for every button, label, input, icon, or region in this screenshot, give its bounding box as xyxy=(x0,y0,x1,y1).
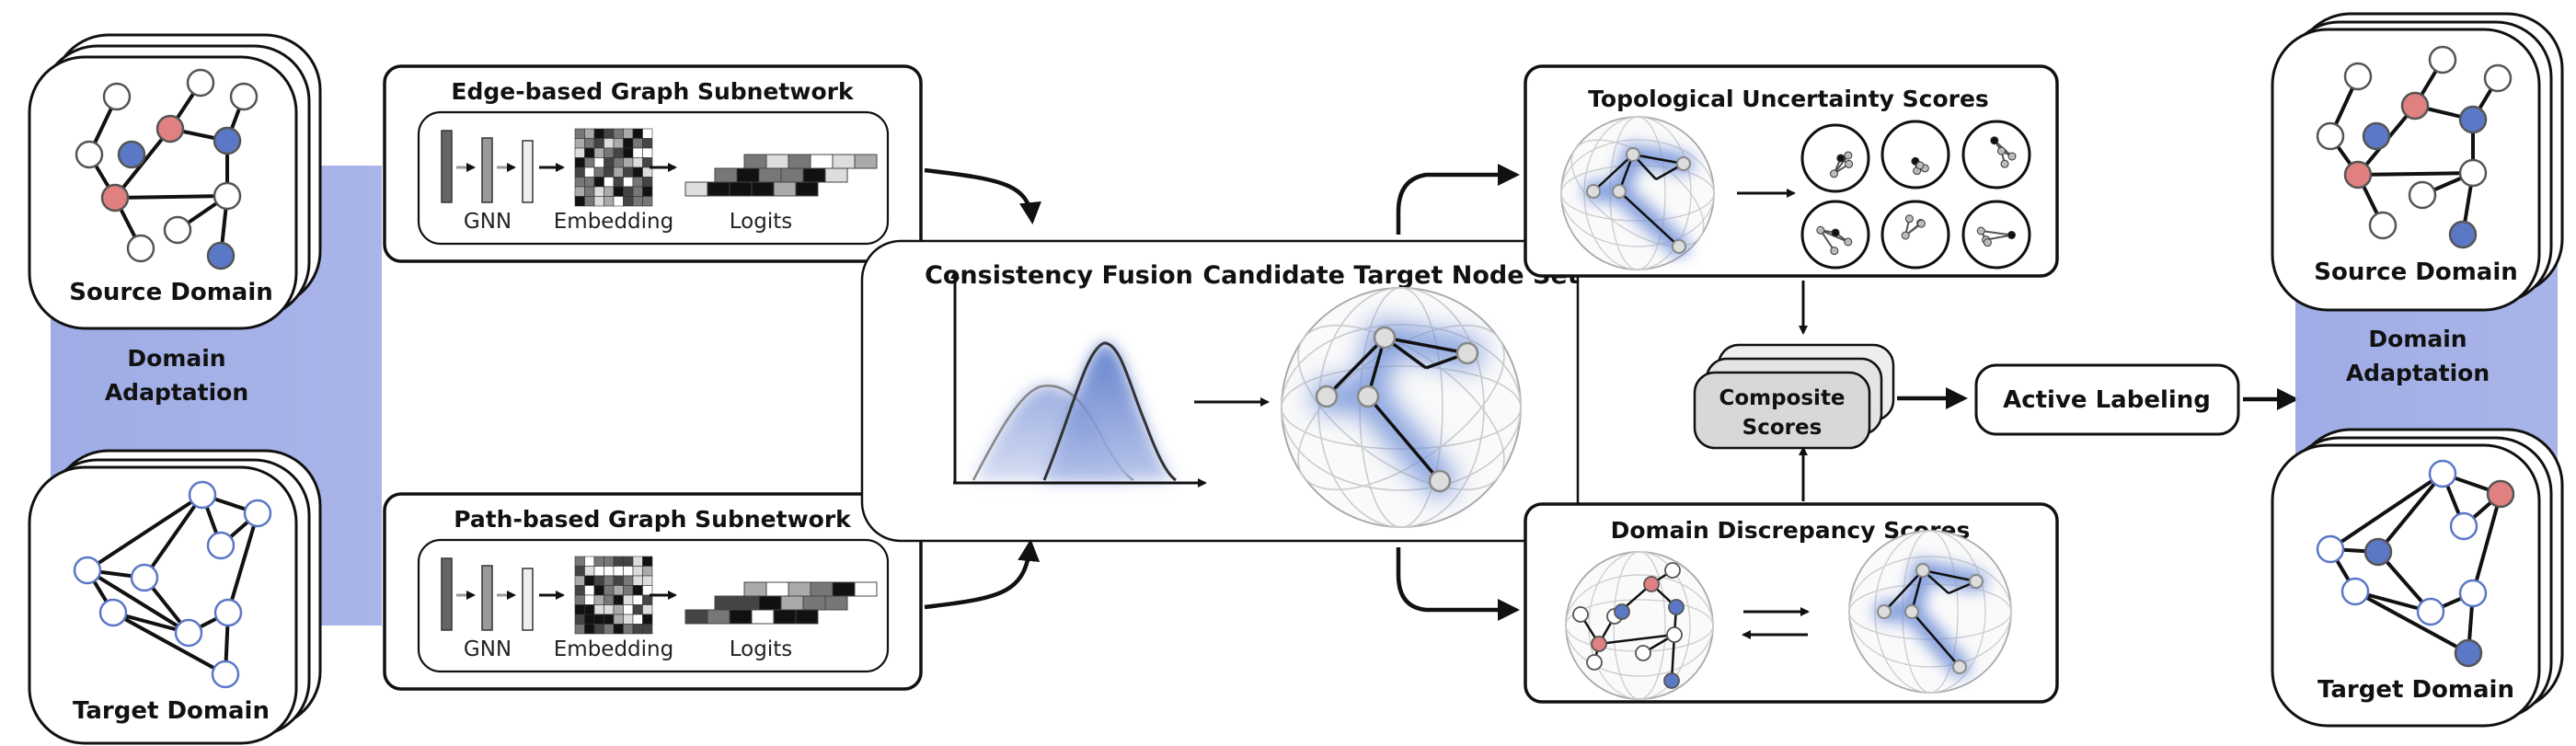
path-gnn-layers xyxy=(441,557,565,631)
active-labeling-box: Active Labeling xyxy=(1974,363,2240,436)
edge-subnetwork-box: Edge-based Graph Subnetwork GNN Embeddin… xyxy=(383,64,923,263)
composite-scores-card xyxy=(1693,371,1871,450)
edge-logits-label: Logits xyxy=(730,210,792,234)
topological-sphere xyxy=(1560,116,1715,270)
edge-gnn-layers xyxy=(441,130,565,203)
edge-logits-stair xyxy=(684,154,878,197)
discrepancy-target-sphere xyxy=(1848,530,2012,694)
source-domain-label-left: Source Domain xyxy=(69,279,273,306)
center-box: Consistency Fusion Candidate Target Node… xyxy=(860,239,1580,543)
consistency-fusion-title: Consistency Fusion xyxy=(925,261,1193,290)
left-panel: Domain Adaptation xyxy=(28,33,382,745)
fusion-distribution-plot xyxy=(950,270,1207,488)
topological-title: Topological Uncertainty Scores xyxy=(1588,86,1989,112)
path-embedding-grid xyxy=(574,556,653,635)
edge-gnn-label: GNN xyxy=(464,210,512,234)
to-discrepancy-arrow xyxy=(1396,547,1520,621)
composite-label-1: Composite xyxy=(1719,386,1845,410)
right-panel: Domain Adaptation xyxy=(2271,12,2564,728)
topological-subgraph-grid xyxy=(1800,120,2031,270)
adaptation-label-left-2: Adaptation xyxy=(105,379,248,406)
path-subnetwork-box: Path-based Graph Subnetwork GNN Embeddin… xyxy=(383,492,923,691)
topological-box: Topological Uncertainty Scores xyxy=(1524,64,2059,278)
edge-subnetwork-title: Edge-based Graph Subnetwork xyxy=(451,78,855,105)
path-logits-stair xyxy=(684,581,878,625)
edge-inner-panel xyxy=(417,110,890,246)
edge-embedding-grid xyxy=(574,128,653,207)
edge-to-fusion-arrow xyxy=(924,167,1041,224)
path-gnn-label: GNN xyxy=(464,637,512,661)
adaptation-label-left-1: Domain xyxy=(127,345,225,372)
adaptation-label-right-2: Adaptation xyxy=(2346,360,2490,386)
adaptation-label-right-1: Domain xyxy=(2368,326,2467,352)
path-logits-label: Logits xyxy=(730,637,792,661)
path-embedding-label: Embedding xyxy=(554,637,673,661)
target-domain-label-left: Target Domain xyxy=(73,697,270,725)
edge-embedding-label: Embedding xyxy=(554,210,673,234)
path-to-fusion-arrow xyxy=(924,539,1041,610)
target-domain-label-right: Target Domain xyxy=(2317,676,2514,704)
to-topological-arrow xyxy=(1396,164,1520,235)
candidate-target-title: Candidate Target Node Set xyxy=(1202,261,1579,290)
candidate-sphere xyxy=(1281,287,1522,528)
discrepancy-source-sphere xyxy=(1565,551,1714,700)
discrepancy-box: Domain Discrepancy Scores xyxy=(1524,502,2059,704)
active-labeling-label: Active Labeling xyxy=(2003,386,2211,414)
source-domain-label-right: Source Domain xyxy=(2314,258,2518,286)
path-subnetwork-title: Path-based Graph Subnetwork xyxy=(454,506,852,533)
path-inner-panel xyxy=(417,538,890,673)
composite-scores-stack: Composite Scores xyxy=(1693,343,1895,450)
composite-label-2: Scores xyxy=(1742,416,1823,440)
